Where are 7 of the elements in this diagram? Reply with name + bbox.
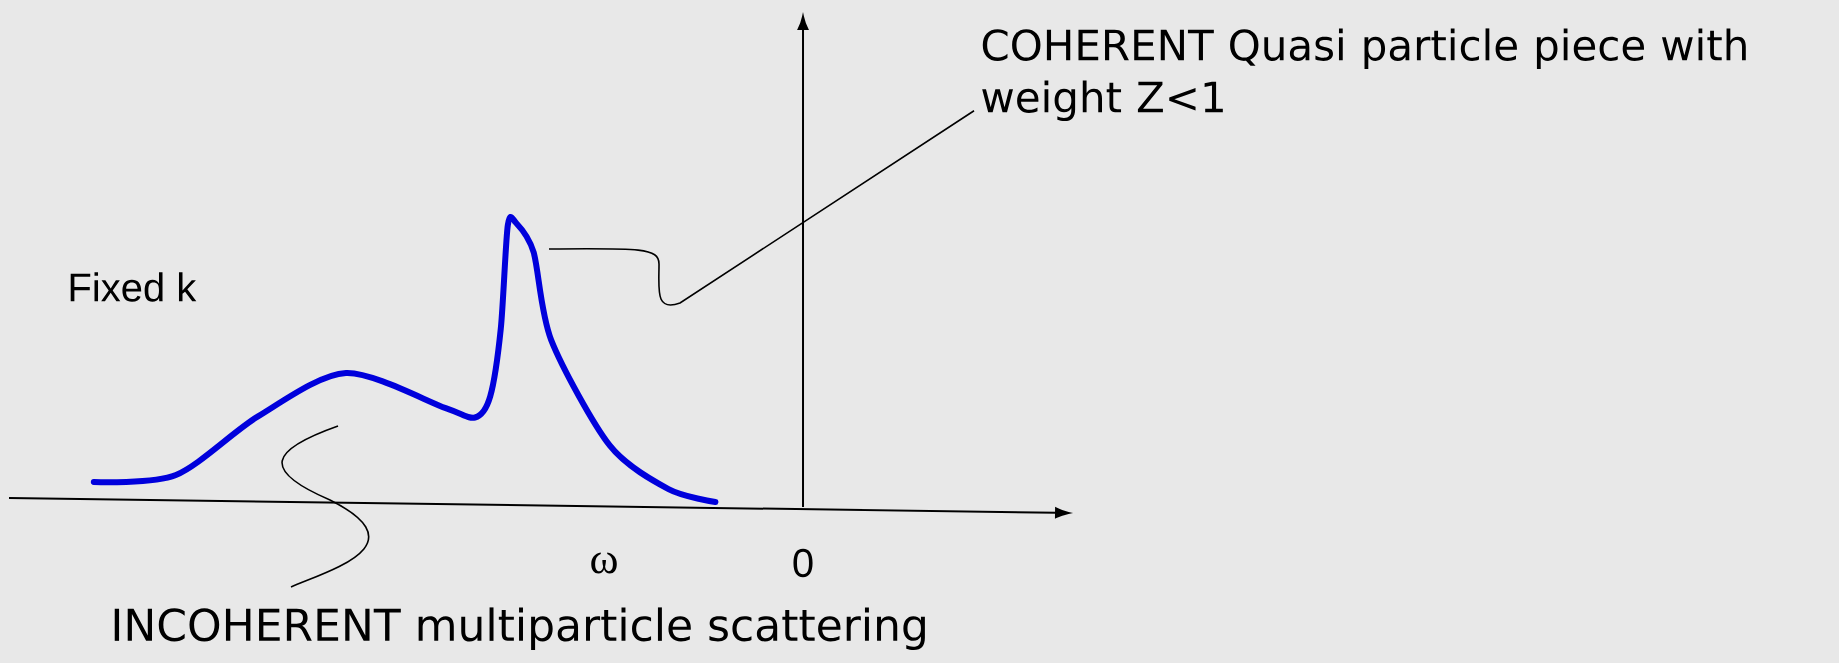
tick-label: 0 (793, 548, 813, 578)
leader-line (281, 425, 370, 588)
axis-label: Fixed k (70, 272, 197, 302)
axis-label: ω (591, 552, 617, 574)
leader-line (548, 109, 975, 306)
callout-text: INCOHERENT multiparticle scattering (114, 607, 925, 650)
callout-text: COHERENT Quasi particle piece with weight Z<1 (982, 28, 1746, 122)
